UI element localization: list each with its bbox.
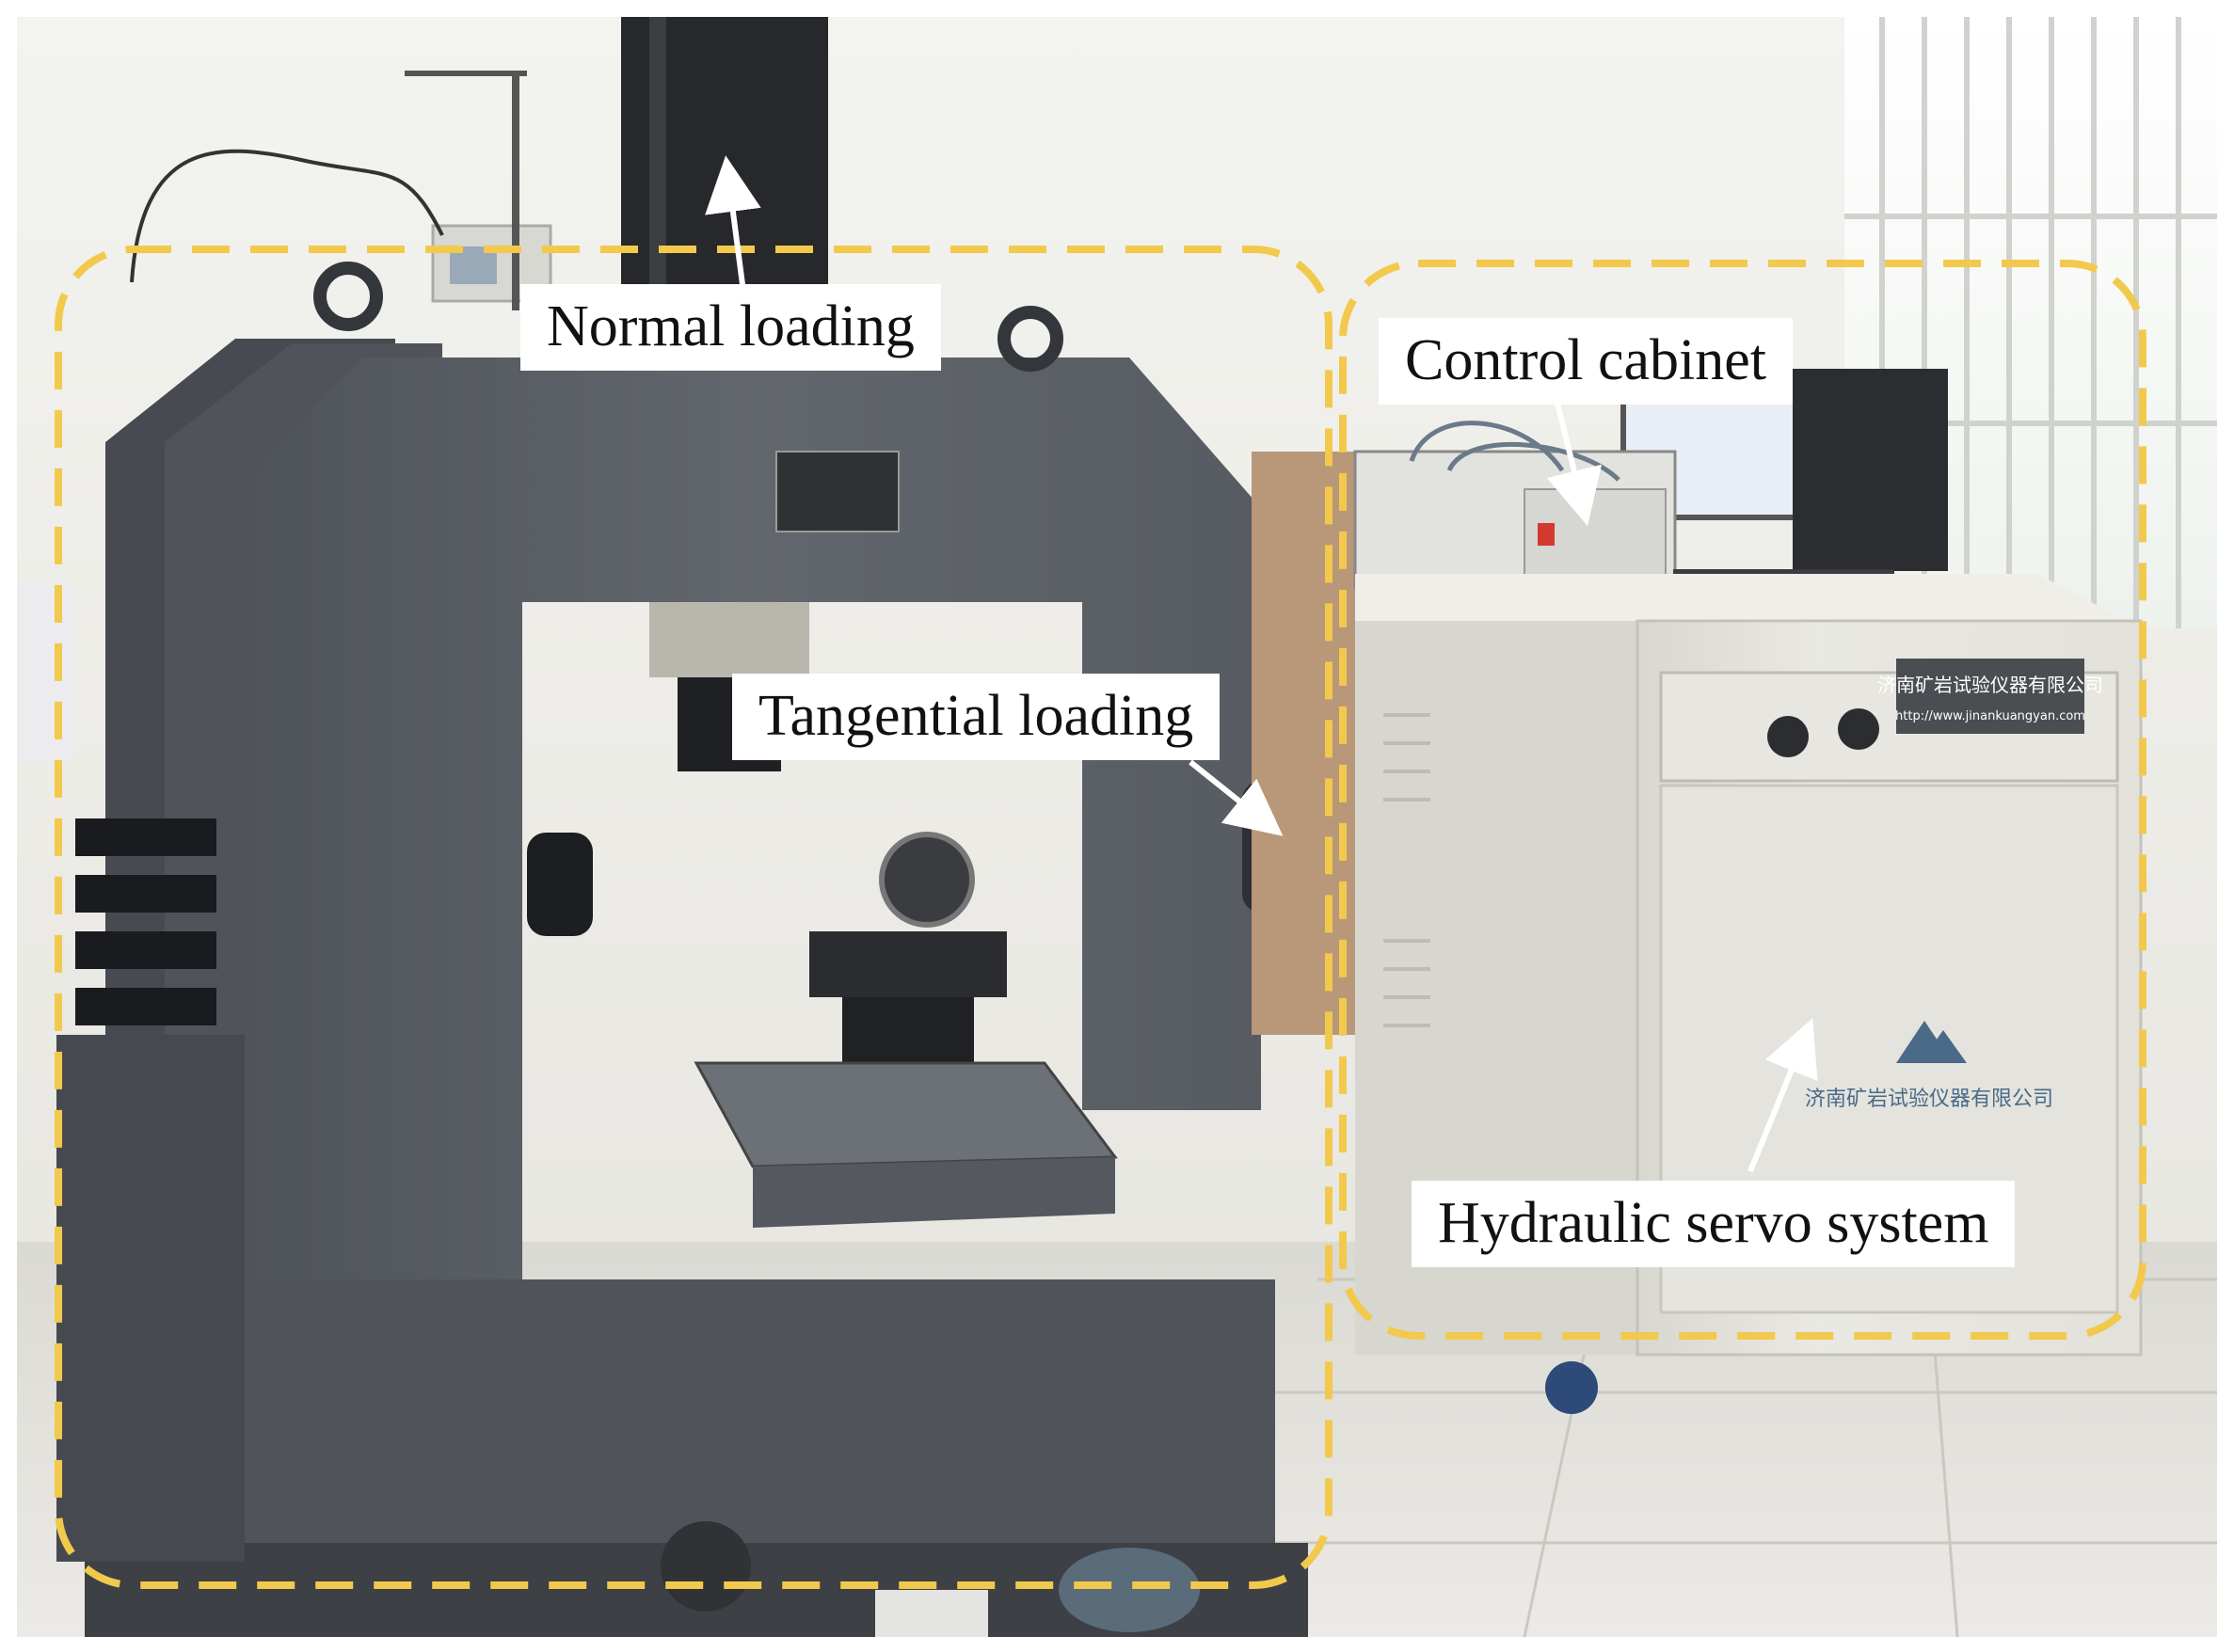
control-and-hydraulic-region [1339, 260, 2146, 1340]
computer-tower [1793, 369, 1948, 571]
normal-loading-label: Normal loading [520, 284, 941, 371]
cabinet-brand-plate-url: http://www.jinankuangyan.com [1895, 709, 2085, 723]
lifting-eye-right [997, 306, 1063, 372]
left-actuator [527, 833, 593, 936]
hydraulic-servo-system-label: Hydraulic servo system [1412, 1181, 2016, 1267]
shear-table-rail [753, 1157, 1115, 1228]
hydraulic-servo-arrow [1747, 1018, 1818, 1173]
tangential-loading-arrow [1189, 759, 1284, 836]
base-side [56, 1035, 245, 1562]
control-cabinet-arrow [1546, 402, 1602, 527]
cabinet-wheel [1545, 1361, 1598, 1414]
hydraulic-cabinet: 济南矿岩试验仪器有限公司 http://www.jinankuangyan.co… [1355, 574, 2143, 1414]
tangential-loading-label: Tangential loading [732, 674, 1221, 760]
left-gear-stack [75, 818, 216, 1025]
frame-front-plate [243, 357, 1261, 1279]
cabinet-vent [1383, 713, 1430, 1027]
base-block [193, 1279, 1275, 1543]
cabinet-knob-left [1767, 716, 1809, 757]
frame-nameplate [775, 451, 900, 532]
lifting-eye-left [313, 262, 383, 331]
company-logo [1896, 1021, 1967, 1063]
floor-item-box [875, 1590, 988, 1637]
wall-cable [130, 149, 444, 283]
cabinet-top [1355, 574, 2136, 626]
normal-loading-arrow [705, 155, 761, 293]
power-switch [1538, 523, 1555, 546]
cabinet-knob-right [1838, 708, 1879, 750]
cabinet-brand-plate [1896, 659, 2084, 734]
control-cabinet-label: Control cabinet [1379, 318, 1793, 405]
upper-load-cell [649, 602, 809, 677]
floor-item-round [661, 1521, 751, 1612]
shear-table [694, 1061, 1118, 1168]
wooden-cabinet [1252, 452, 1355, 1035]
testing-machine-region [55, 246, 1332, 1589]
floor-item-fixture [1059, 1548, 1200, 1632]
cabinet-body-text: 济南矿岩试验仪器有限公司 [1805, 1088, 2053, 1111]
cabinet-brand-plate-text: 济南矿岩试验仪器有限公司 [1877, 674, 2103, 696]
specimen-box-top [809, 931, 1007, 997]
testing-machine [56, 262, 1379, 1637]
tangential-load-cell [879, 832, 975, 928]
side-box [17, 583, 73, 762]
